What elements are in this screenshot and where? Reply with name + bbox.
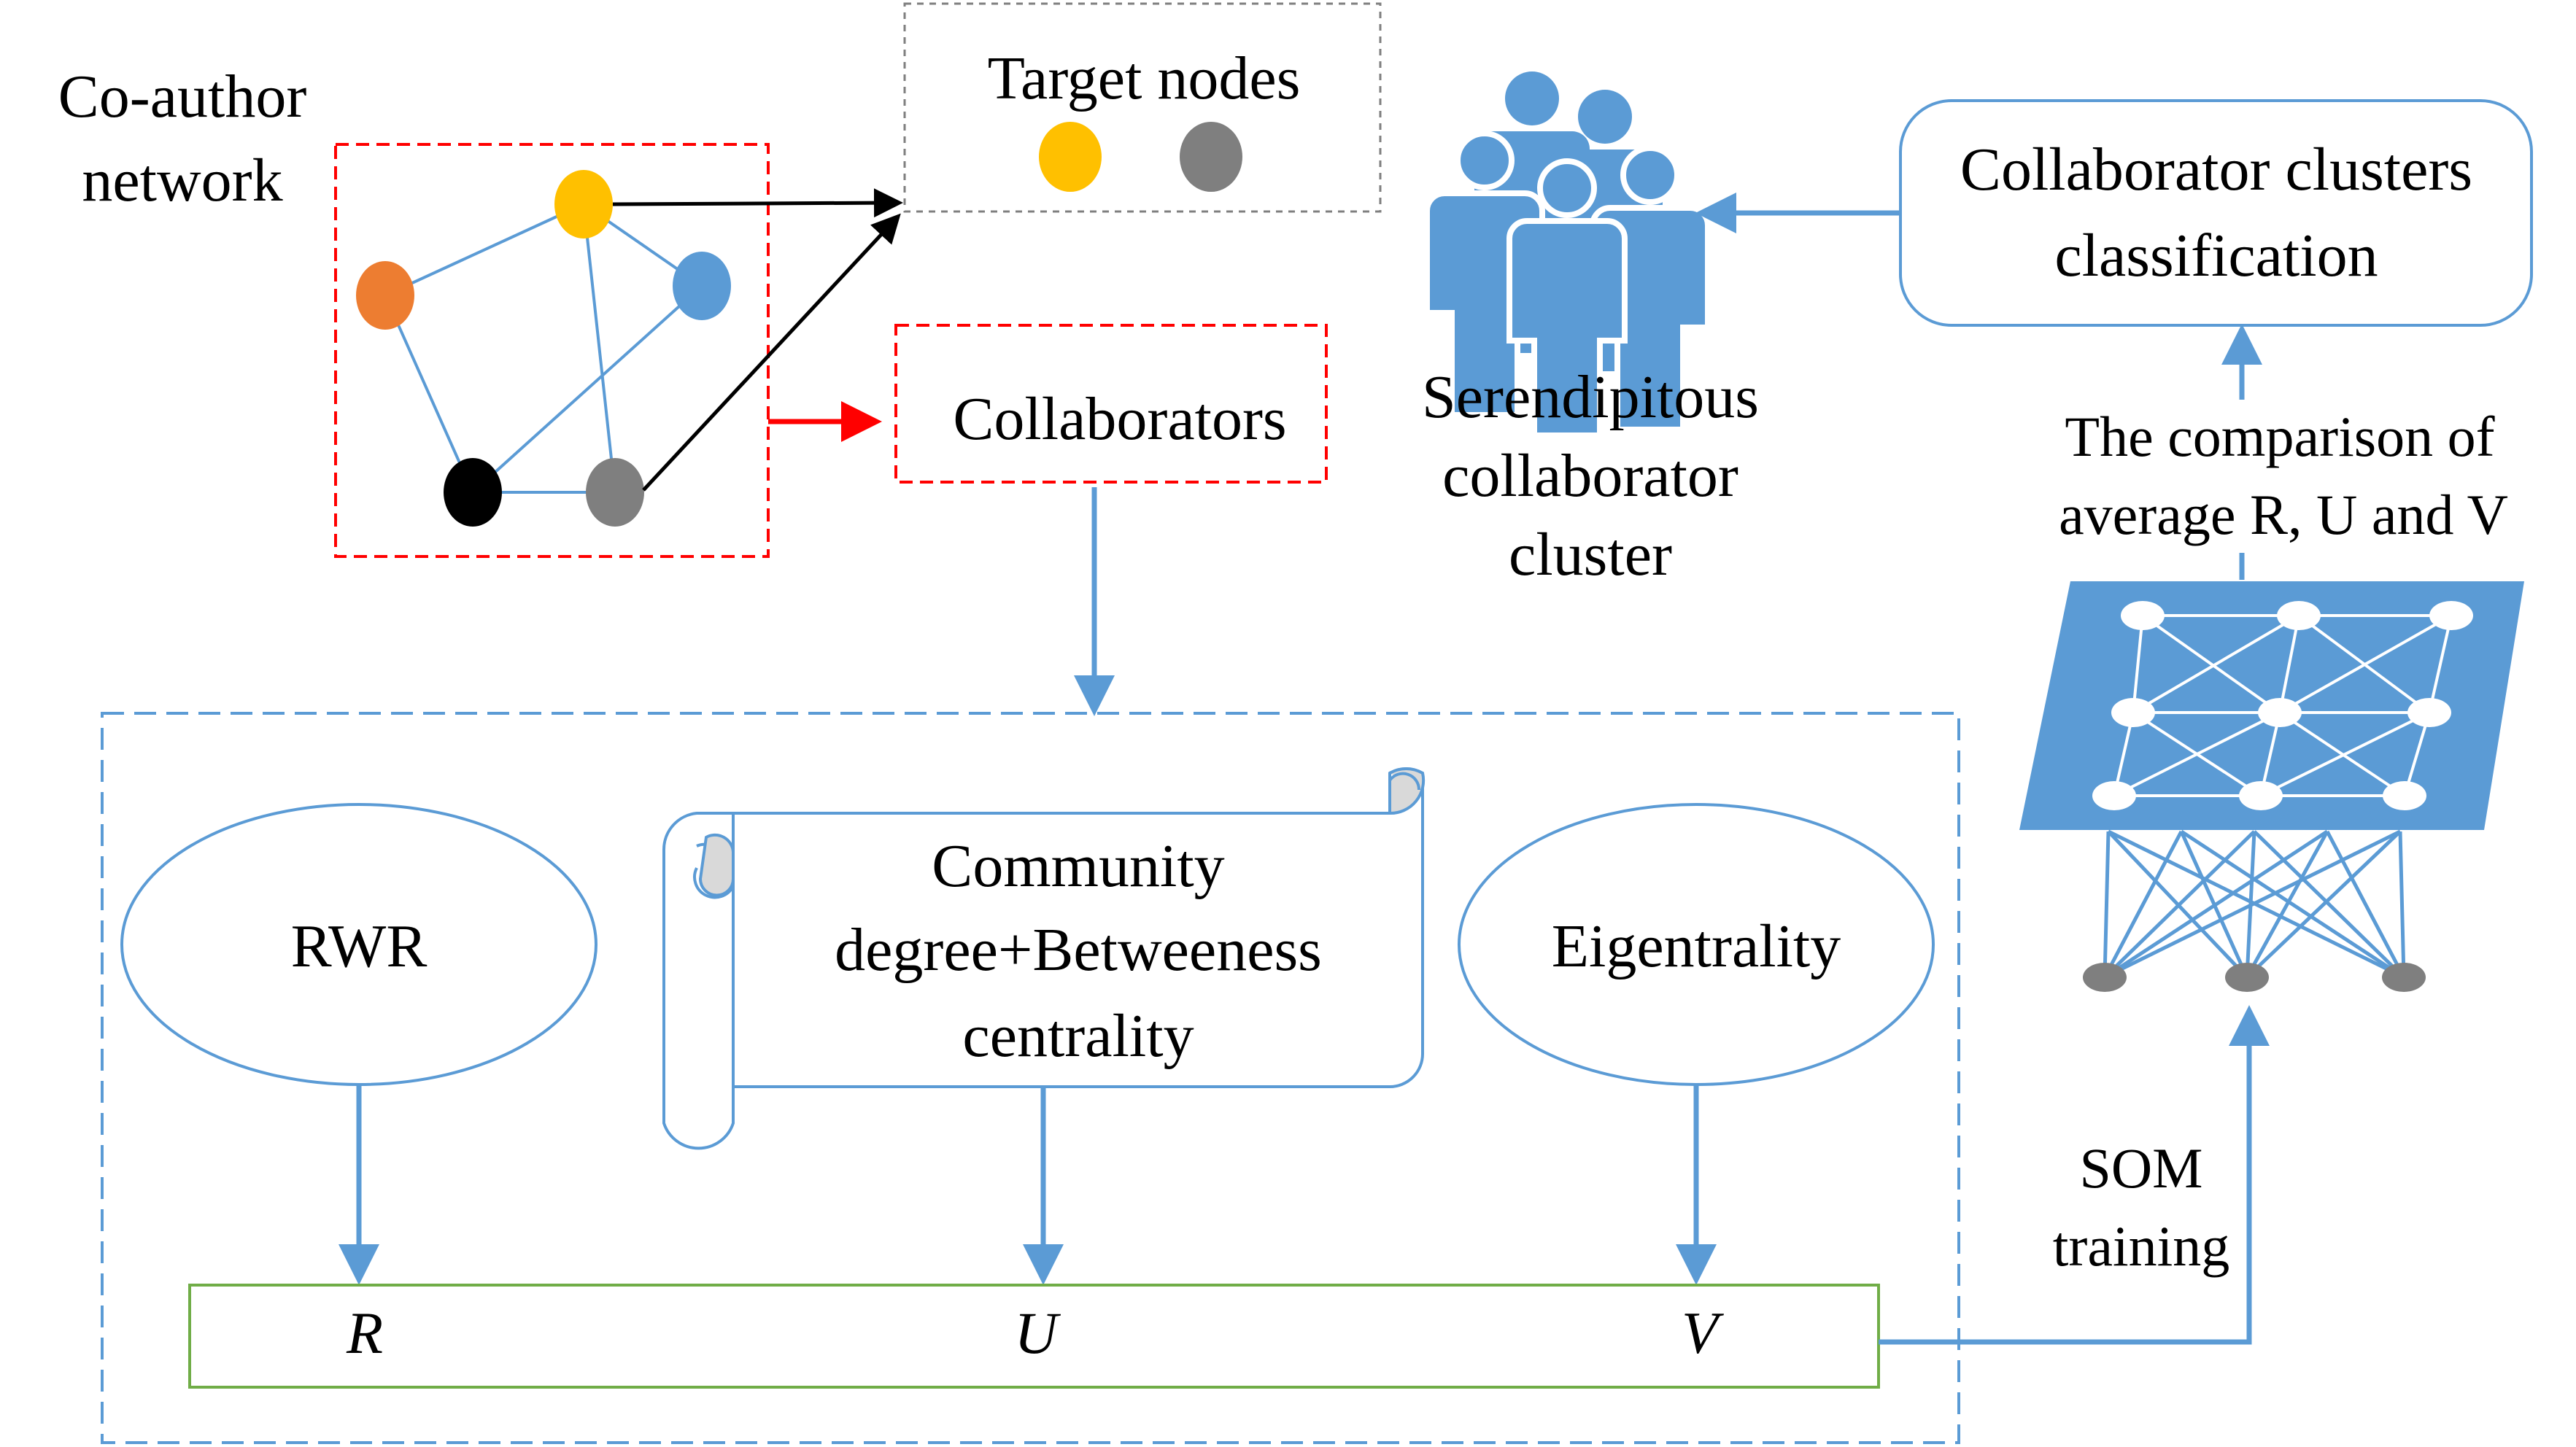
community-line3: centrality	[962, 1002, 1194, 1070]
feature-vector-box	[188, 1284, 1880, 1389]
som-map-nodes	[2092, 601, 2473, 810]
network-title-line1: Co-author	[58, 63, 307, 131]
target-nodes-border	[903, 2, 1382, 213]
blue-node	[673, 252, 731, 320]
metrics-container	[101, 712, 1960, 1444]
som-grid-lines	[2113, 614, 2453, 797]
comparison-line1: The comparison of	[2065, 405, 2494, 468]
network-title-line2: network	[82, 147, 282, 214]
gray-node	[586, 458, 644, 527]
collaborators-border	[894, 324, 1328, 484]
rwr-label: RWR	[291, 912, 428, 980]
collaborators-box: Collaborators	[894, 324, 1328, 484]
som-input-nodes	[2083, 963, 2426, 992]
community-scroll: Community degree+Betweeness centrality	[662, 767, 1426, 1150]
person-icon	[1506, 158, 1628, 438]
som-map-node	[2111, 698, 2155, 727]
scroll-left-curl	[698, 833, 735, 897]
co-author-network: Co-author network	[58, 63, 903, 558]
serendipitous-line3: cluster	[1509, 521, 1672, 589]
som-map-node	[2258, 698, 2302, 727]
target-gray-node	[1180, 122, 1242, 192]
target-nodes-box: Target nodes	[903, 2, 1382, 213]
community-line1: Community	[932, 832, 1224, 900]
serendipitous-line1: Serendipitous	[1422, 363, 1759, 431]
arrow-vector-to-som	[1879, 1005, 2270, 1345]
network-edge	[384, 203, 584, 297]
comparison-label-bg	[2024, 400, 2539, 553]
som-input-node	[2382, 963, 2426, 992]
som-map-node	[2383, 781, 2426, 810]
target-nodes-label: Target nodes	[988, 44, 1301, 112]
classification-box: Collaborator clusters classification	[1899, 99, 2533, 327]
serendipitous-line2: collaborator	[1442, 442, 1738, 510]
black-node	[444, 458, 502, 527]
community-line2: degree+Betweeness	[835, 916, 1322, 984]
orange-node	[356, 261, 414, 330]
som-input-node	[2225, 963, 2269, 992]
vector-v: V	[1682, 1300, 1724, 1366]
som-network-icon	[2019, 581, 2524, 992]
som-input-node	[2083, 963, 2127, 992]
vector-r: R	[346, 1300, 383, 1366]
som-map-node	[2092, 781, 2136, 810]
eigentrality-label: Eigentrality	[1552, 912, 1841, 980]
network-box	[334, 143, 770, 558]
arrow-to-target	[612, 188, 903, 218]
som-input-connections	[2103, 829, 2406, 979]
som-map-node	[2277, 601, 2321, 630]
som-label-line1: SOM	[2079, 1136, 2202, 1200]
som-label-line2: training	[2053, 1214, 2230, 1278]
yellow-node	[554, 170, 613, 238]
som-map-node	[2407, 698, 2451, 727]
som-map-node	[2121, 601, 2165, 630]
comparison-line2: average R, U and V	[2059, 483, 2508, 546]
classification-border	[1899, 99, 2533, 327]
classification-line2: classification	[2054, 222, 2378, 290]
target-yellow-node	[1039, 122, 1102, 192]
vector-u: U	[1014, 1300, 1061, 1366]
collaborators-label: Collaborators	[953, 385, 1286, 453]
som-map-node	[2429, 601, 2473, 630]
network-edge	[471, 284, 703, 494]
classification-line1: Collaborator clusters	[1960, 136, 2472, 203]
network-edges	[384, 203, 703, 494]
scroll-top-curl	[1388, 767, 1426, 815]
som-map-node	[2239, 781, 2283, 810]
network-edge	[582, 203, 616, 493]
network-edge	[384, 295, 474, 493]
people-group-icon	[1424, 71, 1711, 438]
arrow-to-target	[642, 213, 901, 492]
